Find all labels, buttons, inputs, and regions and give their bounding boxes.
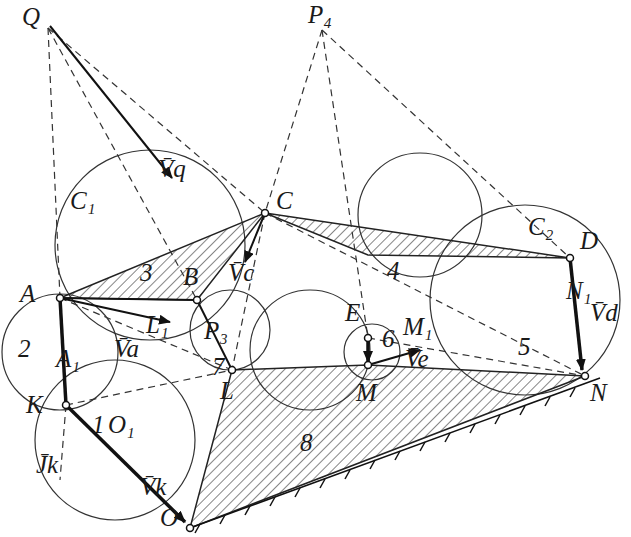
point-label: 4 — [387, 258, 400, 283]
point-label: J̄k — [36, 452, 58, 477]
point-label: V̄q — [158, 156, 186, 181]
point-label: 7 — [212, 354, 225, 379]
point-label: E — [345, 300, 360, 325]
point-label: C₁ — [70, 188, 95, 213]
point-label: V̄a — [114, 336, 139, 361]
point-label: C₂ — [528, 214, 553, 239]
point-label: V̄e — [405, 346, 429, 371]
point-label: P₄ — [308, 2, 332, 27]
point-label: 3 — [140, 260, 153, 285]
point-label: O — [160, 505, 178, 530]
point-label: O₁ — [108, 412, 135, 437]
point-label: M₁ — [403, 314, 433, 339]
point-label: 5 — [518, 334, 531, 359]
point-label: L₁ — [146, 312, 169, 337]
point-label: D — [580, 228, 598, 253]
point-label: A₁ — [56, 346, 80, 371]
point-label: V̄c — [228, 260, 254, 285]
point-label: P₃ — [204, 318, 228, 343]
point-label: C — [276, 188, 293, 213]
point-label: 2 — [18, 336, 31, 361]
point-label: N — [590, 380, 607, 405]
point-label: Q — [22, 4, 40, 29]
point-label: K — [26, 392, 43, 417]
point-label: 1 — [92, 412, 105, 437]
point-label: B — [183, 264, 198, 289]
point-label: V̄d — [590, 300, 618, 325]
point-label: A — [20, 281, 35, 306]
point-label: 6 — [382, 326, 395, 351]
point-label: V̄k — [140, 474, 166, 499]
point-label: N₁ — [566, 278, 591, 303]
point-label: L — [220, 378, 234, 403]
point-label: 8 — [300, 430, 313, 455]
point-label: M — [356, 380, 377, 405]
